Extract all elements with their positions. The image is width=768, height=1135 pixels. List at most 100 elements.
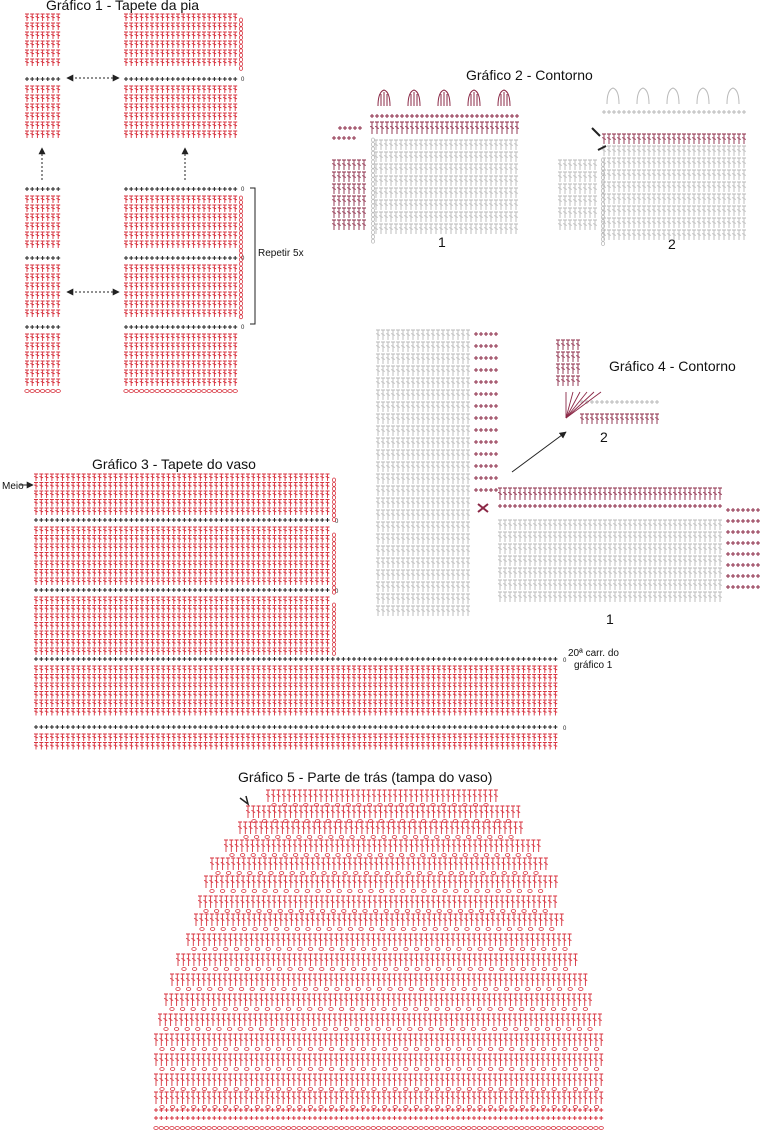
chart2-puff-stitch bbox=[497, 89, 511, 107]
chart4-part2-side bbox=[555, 351, 581, 362]
chart5-chain-space bbox=[525, 987, 531, 991]
chart1-right-dc-stitches bbox=[124, 130, 238, 138]
chart5-chain-space bbox=[420, 853, 426, 857]
chart5-chain-space bbox=[290, 1027, 296, 1031]
chart4-part1-vertical-grid bbox=[375, 389, 471, 400]
chart5-chain-space bbox=[159, 1047, 165, 1051]
chart3-turning-chains bbox=[331, 646, 336, 652]
chart1-right-dc-stitches bbox=[124, 309, 238, 317]
chart2-part1-chains bbox=[370, 234, 375, 240]
chart5-chain-space bbox=[307, 1047, 313, 1051]
chart5-chain-space bbox=[541, 947, 547, 951]
chart5-chain-space bbox=[527, 927, 534, 931]
chart5-chain-space bbox=[382, 967, 388, 971]
chart1-left-dc-stitches bbox=[25, 121, 61, 129]
chart5-chain-space bbox=[462, 853, 468, 857]
chart5-chain-space bbox=[483, 803, 489, 807]
chart3-turning-chains bbox=[331, 490, 336, 496]
chart5-chain-space bbox=[272, 889, 279, 893]
chart1-right-dc-stitches bbox=[124, 31, 238, 39]
chart1-right-dc-stitches bbox=[124, 273, 238, 281]
chart5-chain-space bbox=[529, 1007, 536, 1011]
chart5-foundation-chain bbox=[360, 1126, 366, 1130]
chart1-left-sc-row bbox=[25, 77, 61, 81]
chart5-chain-space bbox=[255, 967, 261, 971]
chart5-chain-space bbox=[241, 927, 247, 931]
chart5-chain-space bbox=[551, 1047, 557, 1051]
chart2-part1-chains bbox=[370, 225, 375, 231]
chart1-right-dc-stitches bbox=[124, 103, 238, 111]
chart3-turning-chains bbox=[331, 503, 336, 509]
chart5-chain-space bbox=[244, 947, 250, 951]
chart5-chain-space bbox=[398, 803, 404, 807]
chart5-chain-space bbox=[463, 819, 469, 823]
chart1-turning-chains bbox=[238, 57, 243, 62]
chart5-foundation-chain bbox=[550, 1126, 557, 1130]
chart1-foundation-chain bbox=[165, 389, 171, 393]
chart2-part2-side-grid bbox=[557, 219, 598, 230]
chart5-chain-space bbox=[322, 1027, 328, 1031]
chart5-chain-space bbox=[216, 1027, 222, 1031]
chart5-chain-space bbox=[212, 1047, 218, 1051]
chart5-chain-space bbox=[234, 967, 240, 971]
chart2-part1-corner-sc bbox=[338, 126, 362, 130]
chart5-chain-space bbox=[286, 1047, 292, 1051]
chart5-chain-space bbox=[297, 1047, 303, 1051]
chart-2-part-2-number: 2 bbox=[668, 236, 676, 252]
chart3-turning-chains bbox=[331, 615, 336, 621]
chart1-left-sc-row bbox=[25, 256, 61, 260]
chart5-chain-space bbox=[394, 909, 400, 913]
chart5-chain-space bbox=[498, 1087, 504, 1091]
chart5-chain-space bbox=[244, 1087, 250, 1091]
chart1-foundation-chain bbox=[139, 389, 145, 393]
chart5-chain-space bbox=[381, 1047, 388, 1051]
chart5-chain-space bbox=[233, 1007, 239, 1011]
chart5-chain-space bbox=[317, 1007, 323, 1011]
chart1-right-dc-stitches bbox=[124, 333, 238, 341]
chart5-chain-space bbox=[466, 947, 473, 951]
chart5-chain-space bbox=[540, 1067, 547, 1071]
chart3-turning-chains bbox=[331, 607, 336, 612]
chart5-chain-space bbox=[371, 1047, 377, 1051]
chart5-chain-space bbox=[372, 909, 379, 913]
chart5-foundation-chain bbox=[508, 1126, 514, 1130]
chart5-chain-space bbox=[381, 1067, 388, 1071]
chart5-chain-space bbox=[519, 947, 526, 951]
chart5-chain-space bbox=[264, 1007, 270, 1011]
chart5-chain-space bbox=[450, 987, 457, 991]
chart5-foundation-chain bbox=[338, 1126, 345, 1130]
chart5-chain-space bbox=[509, 947, 515, 951]
chart5-chain-space bbox=[287, 967, 293, 971]
chart5-chain-space bbox=[487, 1067, 494, 1071]
chart1-foundation-chain bbox=[29, 389, 35, 393]
chart2-part2-puff-stitch bbox=[606, 87, 620, 105]
chart5-chain-space bbox=[378, 819, 384, 823]
chart5-chain-space bbox=[480, 871, 486, 875]
chart5-chain-space bbox=[485, 927, 491, 931]
chart5-chain-space bbox=[572, 1007, 578, 1011]
chart5-chain-space bbox=[233, 1047, 239, 1051]
chart5-foundation-chain bbox=[201, 1126, 207, 1130]
chart5-chain-space bbox=[170, 1067, 176, 1071]
chart1-foundation-chain bbox=[217, 389, 223, 393]
chart4-part1-vertical-grid bbox=[375, 341, 471, 352]
chart5-chain-space bbox=[250, 853, 256, 857]
chart5-chain-space bbox=[424, 1047, 430, 1051]
chart5-chain-space bbox=[360, 1067, 366, 1071]
chart4-side-border-sc bbox=[474, 380, 498, 384]
chart5-chain-space bbox=[413, 1007, 419, 1011]
chart1-turning-chains bbox=[238, 21, 243, 27]
chart5-chain-space bbox=[223, 1067, 229, 1071]
chart5-chain-space bbox=[544, 1027, 551, 1031]
chart5-chain-space bbox=[399, 819, 405, 823]
chart5-chain-space bbox=[186, 987, 192, 991]
chart1-left-sc-row bbox=[25, 325, 61, 329]
chart5-foundation-chain bbox=[169, 1126, 175, 1130]
chart5-chain-space bbox=[477, 1105, 483, 1109]
chart5-chain-space bbox=[285, 835, 291, 839]
chart5-chain-space bbox=[517, 927, 523, 931]
chart5-chain-space bbox=[572, 1087, 579, 1091]
chart5-chain-space bbox=[213, 967, 219, 971]
chart1-right-dc-stitches bbox=[124, 58, 238, 66]
